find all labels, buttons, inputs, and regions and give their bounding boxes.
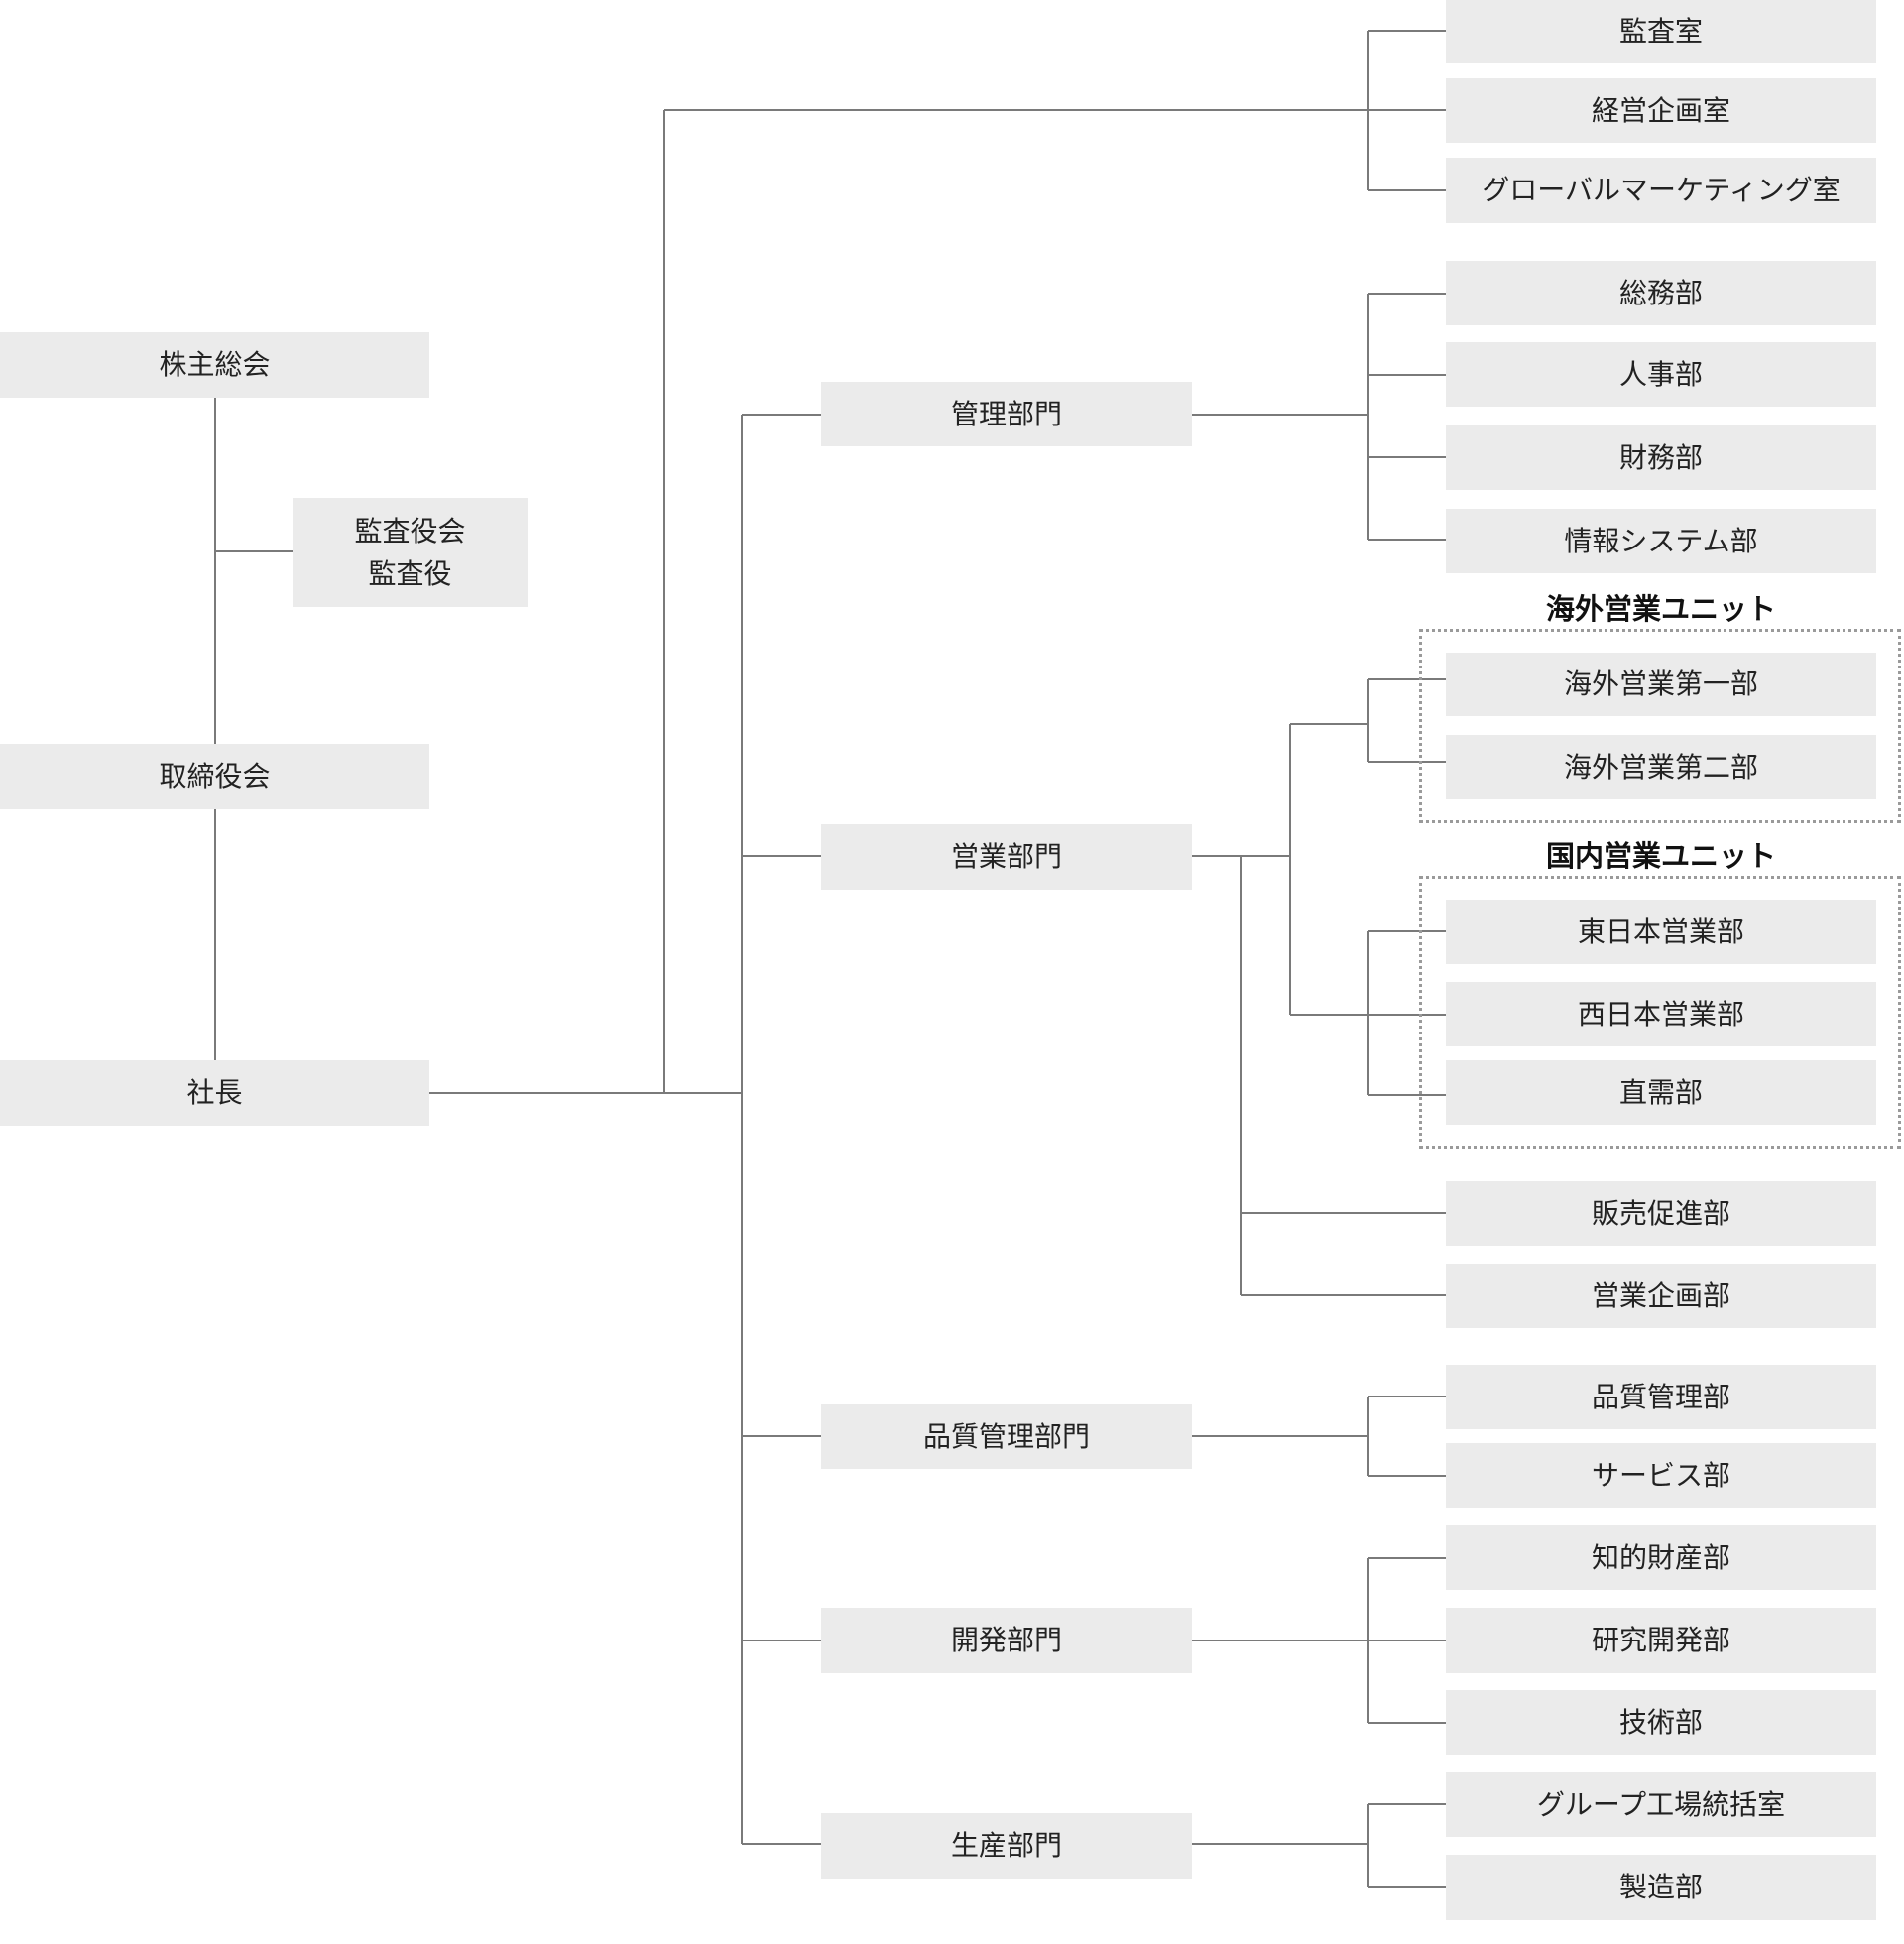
dept-engineering: 技術部	[1446, 1690, 1876, 1755]
audit-board-box: 監査役会 監査役	[293, 498, 528, 607]
dept-label: 海外営業第一部	[1563, 668, 1758, 701]
dept-label: 海外営業第二部	[1563, 750, 1758, 784]
dept-label: 経営企画室	[1591, 93, 1730, 127]
board-label: 取締役会	[159, 760, 271, 793]
production-division-label: 生産部門	[950, 1829, 1062, 1863]
dept-label: 財務部	[1618, 440, 1703, 474]
shareholders-label: 株主総会	[159, 348, 271, 382]
domestic-sales-unit-title: 国内営業ユニット	[1545, 839, 1776, 873]
dept-quality-control: 品質管理部	[1446, 1365, 1876, 1429]
dept-label: 研究開発部	[1591, 1624, 1730, 1657]
dept-sales-promotion: 販売促進部	[1446, 1181, 1876, 1246]
dept-general-affairs: 総務部	[1446, 261, 1876, 325]
admin-division-box: 管理部門	[821, 382, 1192, 446]
audit-board-label: 監査役会	[354, 514, 466, 547]
dept-service: サービス部	[1446, 1443, 1876, 1508]
domestic-sales-unit-frame	[1419, 876, 1901, 1149]
dept-label: サービス部	[1591, 1458, 1730, 1492]
dept-corporate-planning-office: 経営企画室	[1446, 78, 1876, 143]
dept-global-marketing-office: グローバルマーケティング室	[1446, 158, 1876, 223]
president-label: 社長	[186, 1076, 243, 1110]
dept-label: 営業企画部	[1591, 1278, 1730, 1312]
dept-human-resources: 人事部	[1446, 342, 1876, 407]
dept-finance: 財務部	[1446, 425, 1876, 490]
dept-label: グローバルマーケティング室	[1482, 174, 1841, 207]
dept-label: 技術部	[1618, 1705, 1703, 1739]
sales-division-label: 営業部門	[950, 840, 1062, 874]
dept-group-factory-office: グループ工場統括室	[1446, 1772, 1876, 1837]
dept-manufacturing: 製造部	[1446, 1855, 1876, 1920]
dept-label: 総務部	[1618, 276, 1703, 309]
dept-sales-planning: 営業企画部	[1446, 1264, 1876, 1328]
dept-label: 東日本営業部	[1577, 914, 1744, 948]
dept-label: 直需部	[1618, 1075, 1703, 1109]
dept-information-systems: 情報システム部	[1446, 509, 1876, 573]
dept-west-japan-sales: 西日本営業部	[1446, 982, 1876, 1046]
quality-division-box: 品質管理部門	[821, 1404, 1192, 1469]
overseas-sales-unit-title: 海外営業ユニット	[1545, 592, 1776, 626]
dept-direct-demand: 直需部	[1446, 1060, 1876, 1125]
overseas-sales-unit-frame	[1419, 629, 1901, 823]
dept-research-development: 研究開発部	[1446, 1608, 1876, 1673]
dept-label: 監査室	[1618, 15, 1703, 49]
president-box: 社長	[0, 1060, 429, 1126]
sales-division-box: 営業部門	[821, 824, 1192, 890]
quality-division-label: 品質管理部門	[922, 1419, 1090, 1453]
dept-label: 販売促進部	[1591, 1196, 1730, 1230]
dept-east-japan-sales: 東日本営業部	[1446, 900, 1876, 964]
production-division-box: 生産部門	[821, 1813, 1192, 1879]
dept-intellectual-property: 知的財産部	[1446, 1525, 1876, 1590]
dept-label: 製造部	[1618, 1871, 1703, 1904]
dept-audit-office: 監査室	[1446, 0, 1876, 63]
development-division-label: 開発部門	[950, 1624, 1062, 1657]
dept-overseas-sales-1: 海外営業第一部	[1446, 653, 1876, 716]
board-of-directors-box: 取締役会	[0, 744, 429, 809]
dept-label: グループ工場統括室	[1536, 1787, 1786, 1821]
dept-label: 西日本営業部	[1577, 997, 1744, 1031]
auditor-label: 監査役	[368, 557, 452, 590]
development-division-box: 開発部門	[821, 1608, 1192, 1673]
dept-label: 品質管理部	[1591, 1380, 1730, 1413]
dept-label: 知的財産部	[1591, 1540, 1730, 1574]
admin-division-label: 管理部門	[950, 397, 1062, 430]
dept-overseas-sales-2: 海外営業第二部	[1446, 735, 1876, 799]
shareholders-box: 株主総会	[0, 332, 429, 398]
dept-label: 情報システム部	[1564, 524, 1758, 557]
dept-label: 人事部	[1618, 357, 1703, 391]
